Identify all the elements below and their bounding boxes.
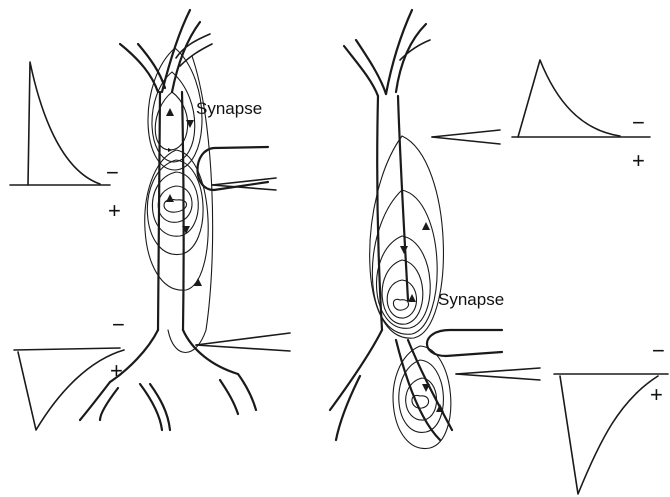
left-lower-trace xyxy=(14,348,124,430)
left-synapse-label: Synapse xyxy=(196,99,262,119)
left-current-loops xyxy=(145,48,213,353)
right-lower-plus-sign: + xyxy=(650,384,663,406)
right-synaptic-terminal xyxy=(427,330,502,356)
left-neuron xyxy=(80,10,256,430)
left-lower-minus-sign: − xyxy=(112,314,125,336)
right-upper-electrode xyxy=(432,130,500,144)
right-lower-minus-sign: − xyxy=(652,340,665,362)
left-upper-plus-sign: + xyxy=(108,200,121,222)
right-upper-plus-sign: + xyxy=(632,150,645,172)
left-upper-trace xyxy=(10,62,110,185)
right-upper-trace xyxy=(512,60,650,137)
right-synapse-label: Synapse xyxy=(438,290,504,310)
left-upper-minus-sign: − xyxy=(106,162,119,184)
right-upper-minus-sign: − xyxy=(632,112,645,134)
left-lower-electrode xyxy=(196,333,290,351)
left-lower-plus-sign: + xyxy=(110,360,123,382)
right-neuron xyxy=(330,10,452,440)
right-lower-electrode xyxy=(456,368,540,380)
